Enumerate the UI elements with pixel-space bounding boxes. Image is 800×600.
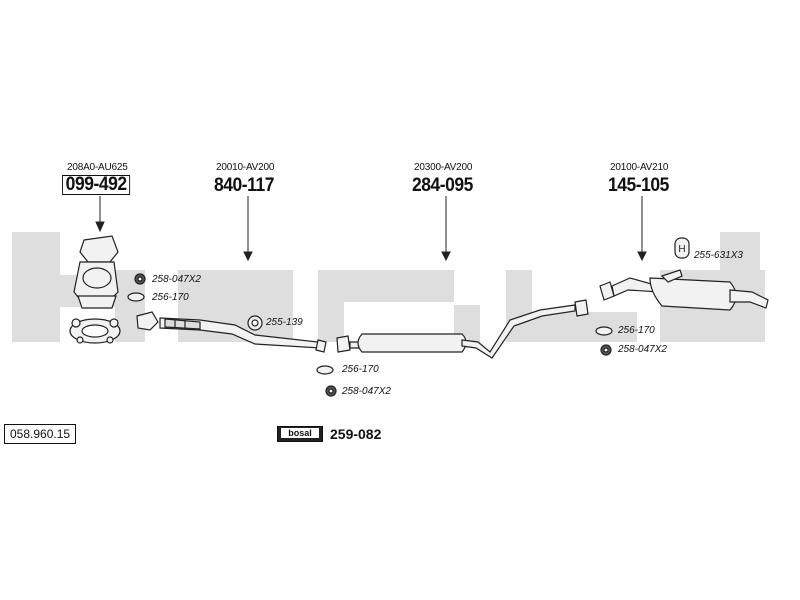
part-number: 099-492: [62, 175, 131, 195]
rubber-mount-icon: [600, 344, 612, 356]
gasket-ring-icon: [316, 365, 334, 375]
accessory-code: 258-047X2: [342, 386, 391, 397]
accessory-glyphs: H: [127, 237, 690, 397]
front-pipe-icon: [136, 311, 327, 353]
accessory-code: 258-047X2: [152, 274, 201, 285]
clamp-ring-icon: [247, 315, 263, 331]
accessory-code: 255-631X3: [694, 250, 743, 261]
gasket-ring-icon: [595, 326, 613, 336]
oem-number: 20300-AV200: [414, 162, 473, 173]
part-number: 145-105: [608, 175, 669, 196]
part-number: 284-095: [412, 175, 473, 196]
accessory-code: 258-047X2: [618, 344, 667, 355]
part-number: 840-117: [214, 175, 274, 196]
leader-lines: [95, 196, 647, 262]
svg-text:H: H: [678, 244, 685, 255]
accessory-code: 256-170: [152, 292, 189, 303]
rubber-mount-icon: [134, 273, 146, 285]
oem-number: 20100-AV210: [610, 162, 669, 173]
brand-logo-text: bosal: [281, 428, 319, 438]
rear-muffler-icon: [599, 269, 769, 311]
center-muffler-icon: [336, 299, 589, 359]
catalytic-converter-icon: [69, 235, 121, 344]
oem-number: 208A0-AU625: [67, 162, 128, 173]
rubber-mount-icon: [325, 385, 337, 397]
mounting-kit-number: 259-082: [330, 426, 382, 442]
accessory-code: 256-170: [618, 325, 655, 336]
accessory-code: 256-170: [342, 364, 379, 375]
oem-number: 20010-AV200: [216, 162, 275, 173]
hanger-bracket-icon: H: [674, 237, 690, 259]
catalog-reference-number: 058.960.15: [4, 424, 77, 444]
gasket-ring-icon: [127, 292, 145, 302]
bosal-logo-box: bosal: [277, 426, 323, 442]
accessory-code: 255-139: [266, 317, 303, 328]
